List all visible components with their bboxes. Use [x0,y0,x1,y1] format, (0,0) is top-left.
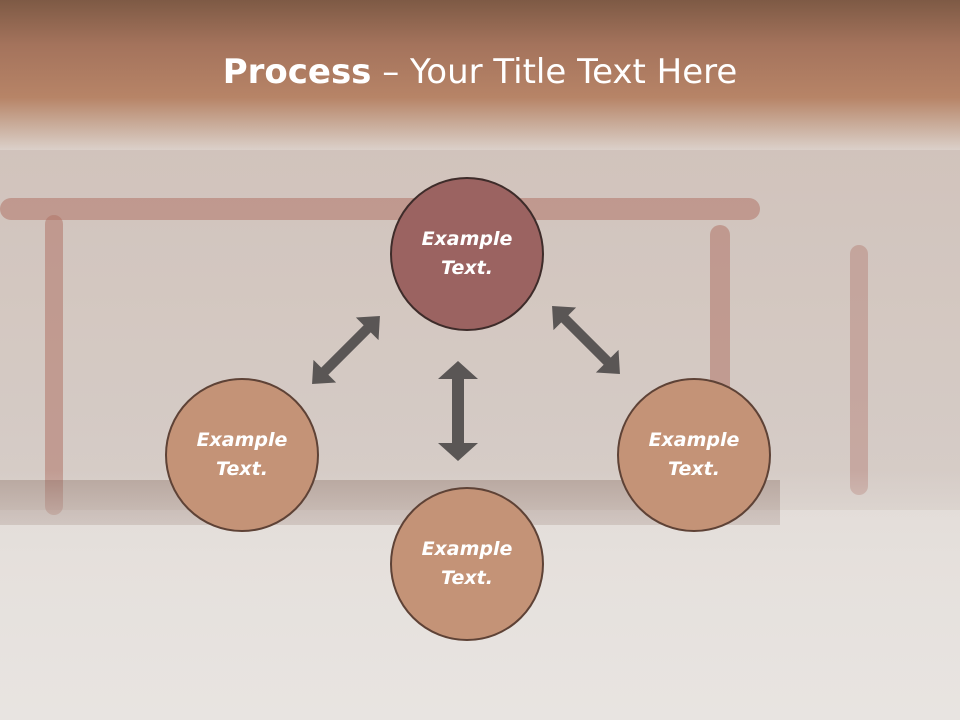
process-node-right[interactable]: Example Text. [617,378,771,532]
title-rest: – Your Title Text Here [371,52,738,92]
title-bar [0,0,960,150]
process-node-left[interactable]: Example Text. [165,378,319,532]
slide-title: Process – Your Title Text Here [0,52,960,92]
background-swing-bar [45,215,63,515]
double-arrow-icon [552,306,620,374]
node-label: Example Text. [648,429,740,480]
node-label: Example Text. [421,538,513,589]
node-label: Example Text. [196,429,288,480]
double-arrow-icon [438,361,478,461]
process-node-top[interactable]: Example Text. [390,177,544,331]
double-arrow-icon [312,316,380,384]
title-bold: Process [222,52,372,92]
background-swing-bar [0,198,760,220]
node-label: Example Text. [421,228,513,279]
background-swing-bar [850,245,868,495]
process-node-bottom[interactable]: Example Text. [390,487,544,641]
